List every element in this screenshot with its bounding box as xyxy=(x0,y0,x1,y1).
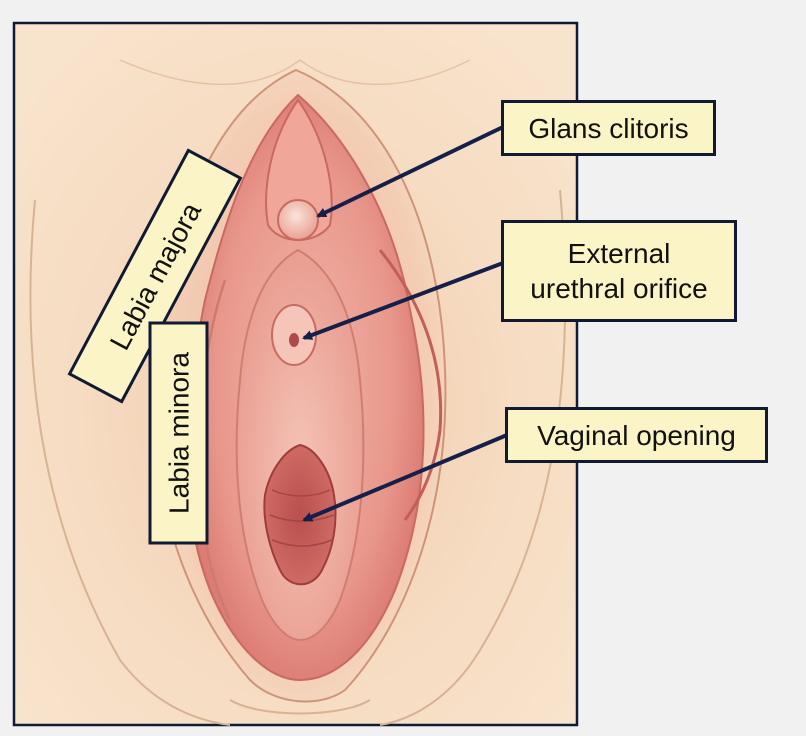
label-vaginal-opening: Vaginal opening xyxy=(505,407,768,463)
arrow-urethral-orifice xyxy=(302,261,504,340)
label-labia-minora: Labia minora xyxy=(148,321,209,545)
thigh-contour-left xyxy=(29,199,231,726)
perineum-crease xyxy=(229,699,371,715)
label-external-urethral-orifice: External urethral orifice xyxy=(501,220,737,322)
arrow-vaginal-opening xyxy=(302,433,508,522)
label-labia-minora-text: Labia minora xyxy=(163,352,194,514)
arrow-glans-clitoris xyxy=(316,125,504,218)
label-external-urethral-orifice-line1: External xyxy=(567,238,671,269)
label-glans-clitoris: Glans clitoris xyxy=(501,100,716,156)
labia-minora-fold xyxy=(378,249,443,521)
vaginal-rugae xyxy=(269,489,335,547)
mons-contour xyxy=(119,59,471,86)
label-external-urethral-orifice-line2: urethral orifice xyxy=(530,273,708,304)
urethral-orifice-center xyxy=(289,333,299,347)
glans-clitoris-shape xyxy=(277,199,319,241)
label-vaginal-opening-text: Vaginal opening xyxy=(537,419,736,451)
label-glans-clitoris-text: Glans clitoris xyxy=(528,112,689,144)
vaginal-opening-shape xyxy=(263,443,337,586)
